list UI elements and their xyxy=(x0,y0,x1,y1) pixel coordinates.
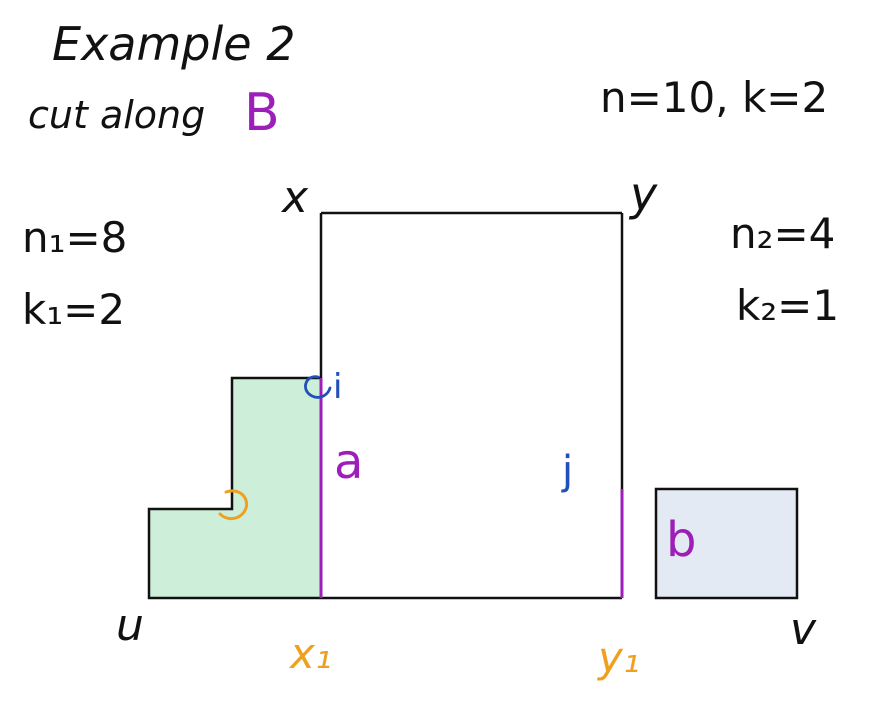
left-staircase-outline xyxy=(147,376,321,600)
vertex-v-label: v xyxy=(790,604,817,655)
left-region-fill xyxy=(149,378,321,598)
left-k-param: k₁=2 xyxy=(22,285,125,334)
right-k-param: k₂=1 xyxy=(736,281,839,330)
total-params: n=10, k=2 xyxy=(600,73,828,122)
marker-j-label: j xyxy=(561,448,573,494)
segment-b-label: b xyxy=(666,512,696,568)
vertex-x1-label: x₁ xyxy=(288,629,332,678)
vertex-x-label: x xyxy=(280,172,309,223)
right-n-param: n₂=4 xyxy=(730,209,835,258)
vertex-y-label: y xyxy=(628,167,658,221)
vertex-y1-label: y₁ xyxy=(596,633,640,682)
vertex-u-label: u xyxy=(116,600,144,651)
example-title: Example 2 xyxy=(52,17,295,71)
blue-marker-arc xyxy=(304,375,332,399)
left-n-param: n₁=8 xyxy=(22,213,127,262)
orange-corner-arc xyxy=(218,489,248,521)
right-region-b xyxy=(654,487,799,600)
segment-a-label: a xyxy=(334,434,363,490)
cut-letter: B xyxy=(244,83,280,143)
marker-i-label: i xyxy=(333,367,342,407)
cut-along-label: cut along xyxy=(28,93,205,137)
